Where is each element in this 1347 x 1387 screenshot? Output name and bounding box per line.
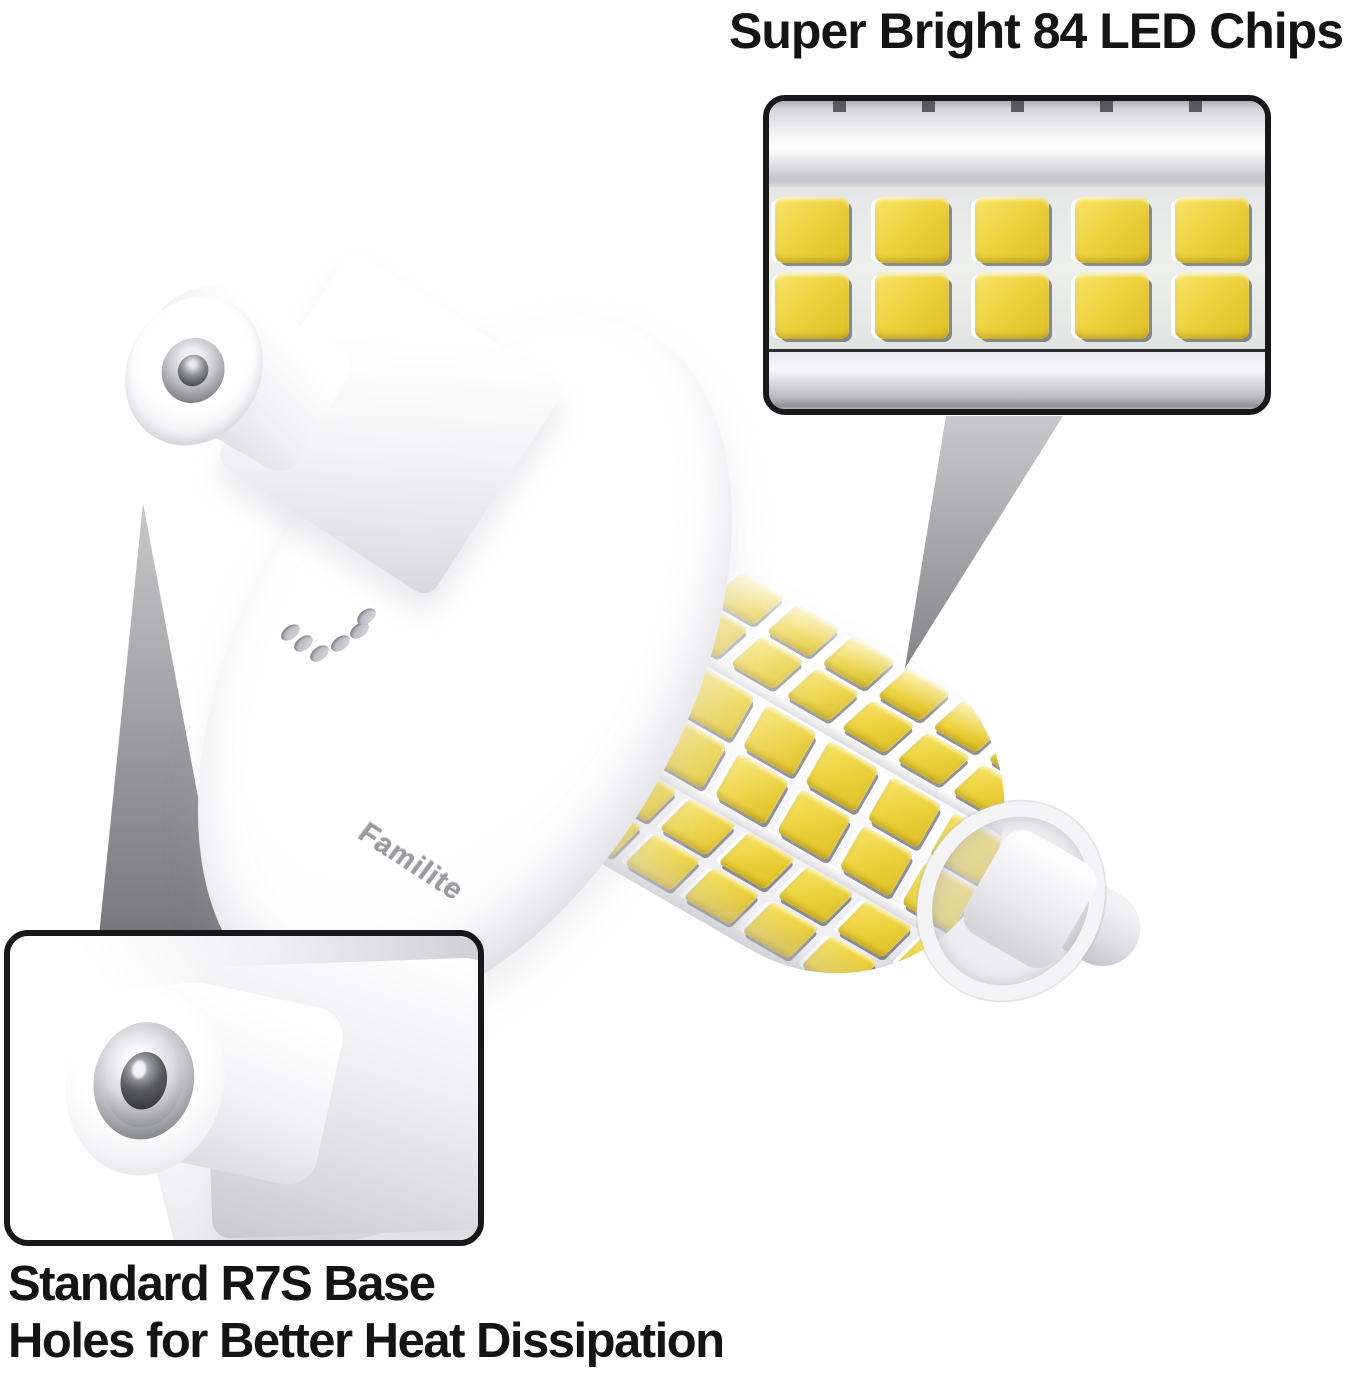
led-chip (875, 273, 949, 339)
aluminum-rail-bottom (769, 352, 1265, 409)
led-chip (1075, 197, 1149, 263)
led-chip (1175, 273, 1249, 339)
led-chip-pair (1175, 197, 1249, 339)
led-chips-closeup-inset (763, 95, 1271, 415)
led-chip (975, 273, 1049, 339)
heat-dissipation-holes (270, 598, 400, 670)
led-chip (875, 197, 949, 263)
strip-divider-line (769, 349, 1265, 352)
heat-hole (328, 632, 353, 655)
led-chip-pair (775, 197, 849, 339)
r7s-contact-core (172, 349, 215, 392)
led-chip-pair (1075, 197, 1149, 339)
r7s-base-closeup-inset (4, 930, 484, 1246)
callout-wedge-right-shape (905, 416, 1063, 668)
led-chip (1175, 197, 1249, 263)
top-feature-label: Super Bright 84 LED Chips (729, 3, 1344, 59)
led-chip-grid (775, 197, 1265, 339)
led-strip-edge-ticks (769, 101, 1265, 112)
led-chip (1075, 273, 1149, 339)
bottom-feature-label-line2: Holes for Better Heat Dissipation (8, 1314, 725, 1368)
led-chip (975, 197, 1049, 263)
led-chip-pair (875, 197, 949, 339)
r7s-contact-ring-outer (82, 1012, 205, 1149)
bottom-feature-label-line1: Standard R7S Base (8, 1257, 436, 1311)
led-chip-zone (769, 187, 1265, 349)
r7s-contact (149, 326, 237, 415)
bottom-feature-label: Standard R7S Base Holes for Better Heat … (8, 1256, 725, 1370)
led-chip-pair (975, 197, 1049, 339)
led-chip (775, 197, 849, 263)
led-chip (775, 273, 849, 339)
aluminum-rail-top (769, 101, 1265, 187)
